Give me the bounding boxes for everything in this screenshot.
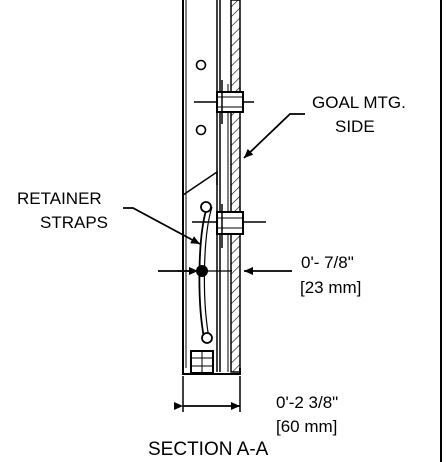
section-title: SECTION A-A <box>148 439 269 460</box>
goal-side-label-line2: SIDE <box>335 117 375 136</box>
retainer-label-line1: RETAINER <box>17 189 102 208</box>
goal-side-label-line1: GOAL MTG. <box>312 93 406 112</box>
upper-bolt <box>194 80 254 124</box>
width-dimension <box>174 376 241 412</box>
depth-imperial: 0'- 7/8" <box>301 253 354 272</box>
lower-bolt <box>192 204 266 248</box>
mounting-plate <box>182 0 241 375</box>
retainer-label-line2: STRAPS <box>40 213 108 232</box>
width-metric: [60 mm] <box>276 417 337 436</box>
retainer-leader <box>123 207 201 245</box>
post-section <box>182 0 218 372</box>
retainer-strap <box>178 170 232 344</box>
goal-side-leader <box>243 113 305 159</box>
bottom-nut <box>190 350 214 374</box>
width-imperial: 0'-2 3/8" <box>276 393 338 412</box>
depth-metric: [23 mm] <box>300 278 361 297</box>
